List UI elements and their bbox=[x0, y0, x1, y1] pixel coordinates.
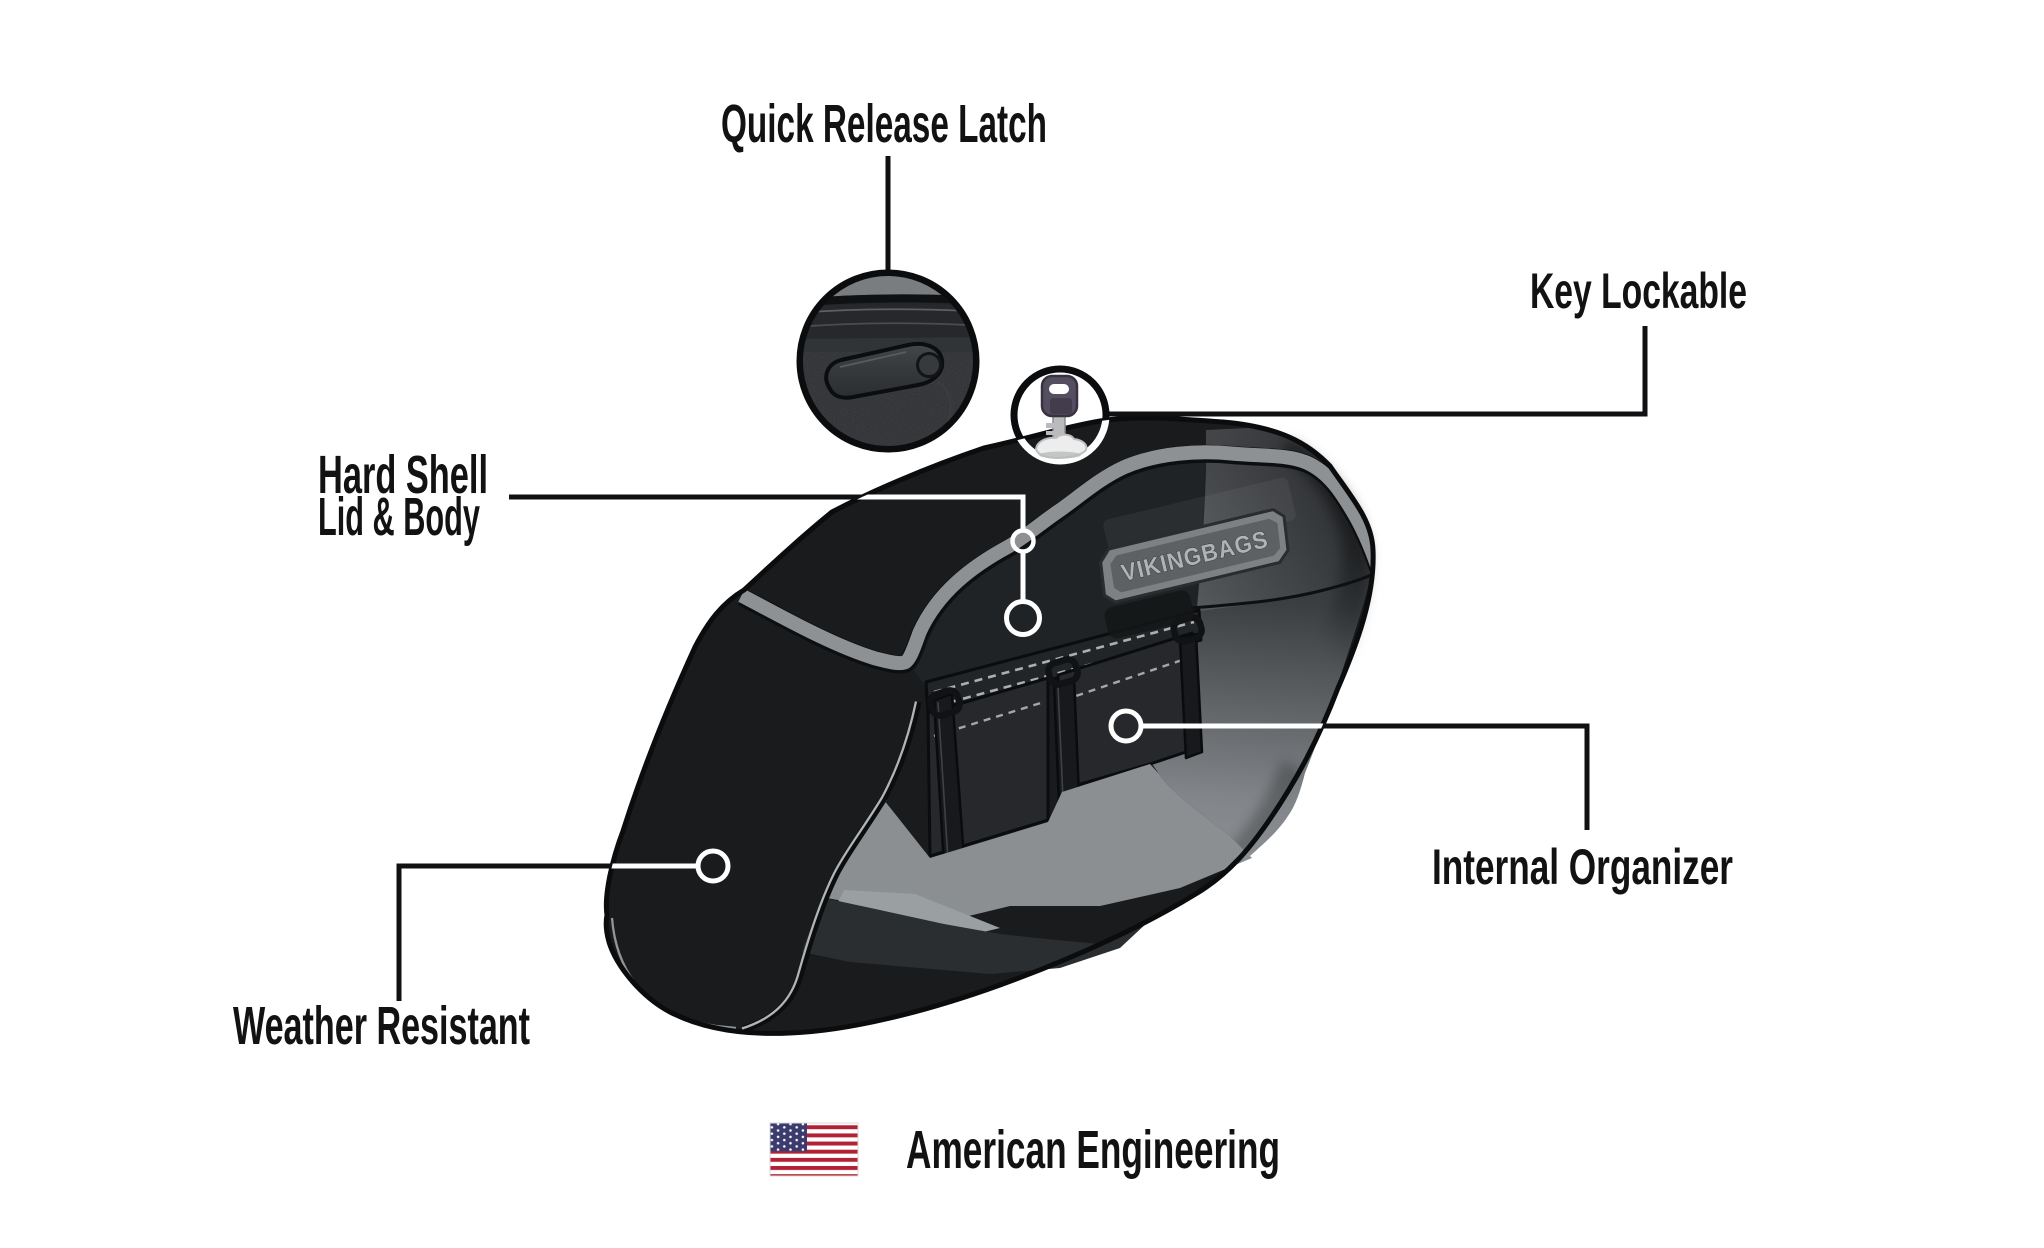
label-american-engineering: American Engineering bbox=[906, 1120, 1280, 1180]
line-weather-resistant bbox=[396, 863, 698, 1001]
label-weather-resistant: Weather Resistant bbox=[233, 996, 530, 1056]
callout-labels: Quick Release Latch Key Lockable Hard Sh… bbox=[233, 94, 1747, 1180]
label-internal-organizer: Internal Organizer bbox=[1432, 839, 1733, 895]
ring-weather-resistant bbox=[695, 848, 731, 884]
brand-badge: VIKINGBAGS bbox=[1099, 477, 1296, 639]
bag-inner-back-wall bbox=[914, 461, 1206, 688]
latch-handle bbox=[824, 341, 945, 400]
label-hard-shell-line1: Hard Shell bbox=[318, 445, 488, 505]
ring-internal-organizer bbox=[1108, 708, 1144, 744]
us-flag-icon bbox=[769, 1122, 859, 1177]
label-hard-shell-line2: Lid & Body bbox=[318, 487, 480, 547]
ring-hard-shell-large bbox=[1004, 599, 1042, 637]
key-icon bbox=[1010, 365, 1110, 465]
line-key-lockable bbox=[1106, 326, 1648, 417]
label-key-lockable: Key Lockable bbox=[1530, 263, 1747, 319]
ring-hard-shell-small bbox=[1010, 528, 1036, 554]
interior-floor bbox=[802, 764, 1252, 974]
lid-body-seam bbox=[1190, 573, 1372, 610]
callout-lines bbox=[396, 156, 1648, 1001]
label-quick-release-latch: Quick Release Latch bbox=[721, 94, 1047, 154]
latch-closeup-icon bbox=[796, 269, 980, 453]
